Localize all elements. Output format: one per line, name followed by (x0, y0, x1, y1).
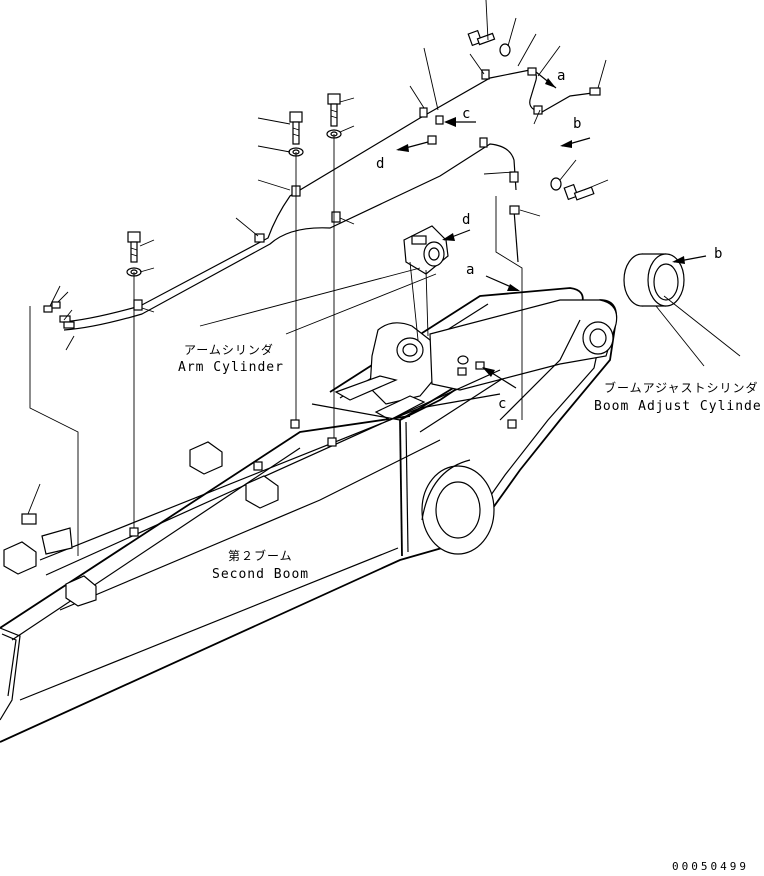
clamp-7 (254, 233, 265, 243)
clamp-6 (479, 137, 488, 148)
drawing-number: 00050499 (672, 860, 749, 873)
bolt-3 (127, 231, 141, 263)
leader-lines (27, 0, 741, 556)
bolt-2 (327, 93, 341, 127)
boom-adjust-label-jp: ブームアジャストシリンダ (604, 380, 759, 395)
bracket-plate (41, 527, 73, 555)
part-labels: アームシリンダ Arm Cylinder ブームアジャストシリンダ Boom A… (178, 342, 764, 582)
fitting-2 (427, 135, 437, 145)
callout-a-top: a (557, 68, 565, 84)
clamp-block-4 (65, 575, 97, 607)
boom-adjust-label-en: Boom Adjust Cylinder (594, 399, 764, 414)
nut-2 (327, 437, 337, 447)
fitting-4 (589, 87, 601, 96)
nut-1 (290, 419, 300, 429)
callout-letters: a b c d d a b c (376, 68, 722, 412)
fitting-1 (435, 115, 444, 125)
arm-cylinder-label-en: Arm Cylinder (178, 360, 284, 375)
fitting-5 (533, 105, 543, 115)
callout-b-top: b (573, 116, 581, 132)
washer-5 (550, 177, 562, 191)
fitting-7 (509, 171, 519, 183)
nut-5 (507, 419, 517, 429)
hose-end-1 (43, 305, 53, 313)
second-boom (0, 287, 618, 743)
nut-3 (129, 527, 139, 537)
boom-adjust-cylinder (623, 253, 685, 307)
fitting-6 (509, 205, 520, 215)
callout-b-right: b (714, 246, 722, 262)
bolt-4 (467, 29, 496, 47)
grease-fitting (21, 513, 37, 525)
arm-cylinder-label-jp: アームシリンダ (184, 342, 274, 357)
clamp-block-3 (3, 541, 37, 575)
callout-d-mid: d (462, 212, 470, 228)
clamp-5 (481, 69, 490, 80)
clamp-3 (133, 299, 143, 311)
clamp-2 (331, 211, 341, 223)
fitting-3 (527, 67, 537, 76)
bolt-5 (563, 183, 595, 201)
clamp-block-1 (189, 441, 223, 475)
nut-4 (253, 461, 263, 471)
second-boom-label-en: Second Boom (212, 567, 309, 582)
bolt-1 (289, 111, 303, 145)
second-boom-label-jp: 第２ブーム (228, 548, 293, 563)
callout-d-top: d (376, 156, 384, 172)
clamp-4 (419, 107, 428, 118)
clamp-block-2 (245, 475, 279, 509)
arm-cylinder (403, 225, 449, 341)
arrows (396, 71, 707, 389)
callout-c-top: c (462, 106, 470, 122)
washer-4 (499, 43, 511, 57)
callout-c-bottom: c (498, 396, 506, 412)
callout-a-mid: a (466, 262, 474, 278)
hardware (3, 29, 601, 607)
